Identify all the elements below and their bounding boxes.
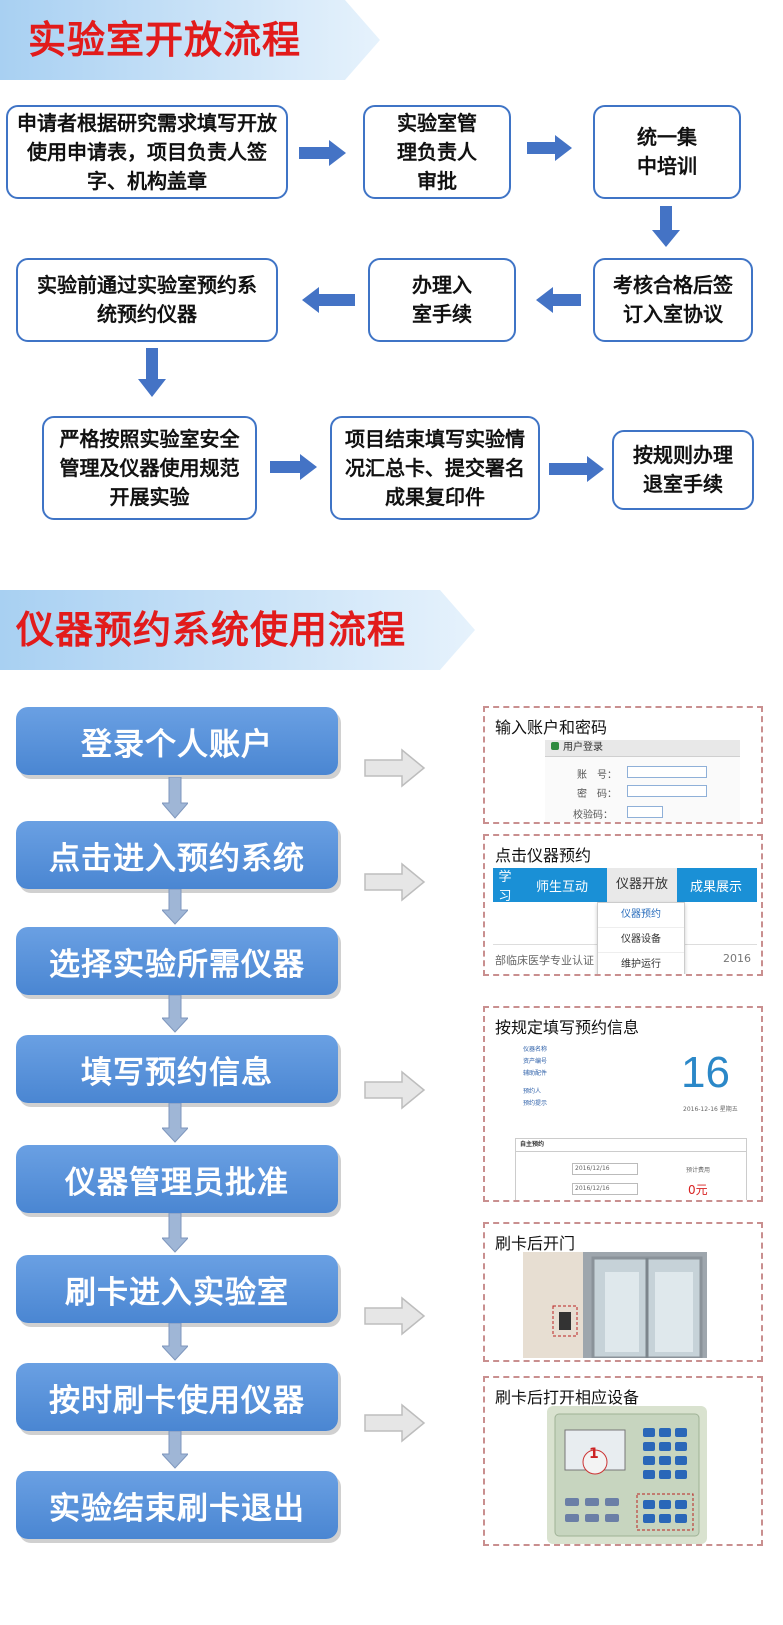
banner-background	[0, 590, 475, 670]
arrow-down-icon	[652, 206, 680, 247]
device-screen-number: 1	[589, 1446, 599, 1462]
account-input[interactable]	[627, 766, 707, 778]
arrow-left-icon	[536, 287, 581, 313]
flow-step-submit-summary: 项目结束填写实验情况汇总卡、提交署名成果复印件	[330, 416, 540, 520]
field-label: 仪器名称	[523, 1046, 548, 1053]
panel-login-screenshot: 输入账户和密码 用户登录 账 号： 密 码： 校验码：	[483, 706, 763, 824]
card-reader-photo	[547, 1406, 707, 1544]
login-form: 用户登录 账 号： 密 码： 校验码：	[545, 740, 740, 822]
flow-step-apply: 申请者根据研究需求填写开放使用申请表，项目负责人签字、机构盖章	[6, 105, 288, 199]
arrow-left-icon	[302, 287, 355, 313]
step-fill-booking-info: 填写预约信息	[16, 1035, 338, 1103]
field-label: 预约提示	[523, 1100, 548, 1107]
fee-label: 预计费用	[686, 1167, 711, 1174]
date-input-1[interactable]: 2016/12/16	[572, 1163, 638, 1175]
section1-banner: 实验室开放流程	[0, 0, 380, 80]
panel-title: 按规定填写预约信息	[495, 1018, 640, 1037]
field-label: 预约人	[523, 1088, 542, 1095]
form-field-list: 仪器名称 资产编号 辅助配件 预约人 预约提示	[523, 1044, 547, 1110]
banner-background	[0, 0, 380, 80]
flow-step-checkout: 按规则办理退室手续	[612, 430, 754, 510]
captcha-input[interactable]	[627, 806, 663, 818]
panel-device-photo: 刷卡后打开相应设备 1	[483, 1376, 763, 1546]
flow-step-training: 统一集中培训	[593, 105, 741, 199]
calendar-day: 16	[681, 1048, 730, 1097]
panel-door-photo: 刷卡后开门	[483, 1222, 763, 1362]
panel-title: 点击仪器预约	[495, 846, 592, 865]
step-swipe-exit: 实验结束刷卡退出	[16, 1471, 338, 1539]
arrow-right-icon	[364, 862, 426, 902]
arrow-down-icon	[162, 1213, 188, 1253]
flow-step-sign-agreement: 考核合格后签订入室协议	[593, 258, 753, 342]
door-photo	[523, 1252, 707, 1358]
arrow-down-icon	[162, 1103, 188, 1143]
arrow-right-icon	[527, 135, 572, 161]
account-label: 账 号：	[577, 770, 617, 781]
form-section-box: 自主预约 2016/12/16 2016/12/16 预计费用 0元	[515, 1138, 747, 1200]
calendar-date-line: 2016-12-16 星期五	[683, 1106, 738, 1113]
row-year: 2016	[723, 952, 751, 965]
captcha-label: 校验码：	[573, 810, 613, 821]
dropdown-item-book[interactable]: 仪器预约	[598, 903, 684, 928]
panel-title: 刷卡后打开相应设备	[495, 1388, 640, 1407]
panel-menu-screenshot: 点击仪器预约 学习 师生互动 仪器开放 成果展示 部临床医学专业认证 2016 …	[483, 834, 763, 976]
date-input-2[interactable]: 2016/12/16	[572, 1183, 638, 1195]
arrow-down-icon	[162, 1431, 188, 1469]
dropdown-item-maintenance[interactable]: 维护运行	[621, 959, 661, 970]
step-enter-booking-system: 点击进入预约系统	[16, 821, 338, 889]
password-input[interactable]	[627, 785, 707, 797]
arrow-right-icon	[549, 456, 604, 482]
nav-item-study[interactable]: 学习	[498, 870, 512, 904]
flow-step-conduct-experiment: 严格按照实验室安全管理及仪器使用规范开展实验	[42, 416, 257, 520]
login-header: 用户登录	[545, 740, 740, 757]
nav-item-achievements[interactable]: 成果展示	[689, 879, 742, 895]
panel-booking-form-screenshot: 按规定填写预约信息 仪器名称 资产编号 辅助配件 预约人 预约提示 16 201…	[483, 1006, 763, 1202]
section-label: 自主预约	[516, 1139, 746, 1152]
flow-step-entry-procedure: 办理入室手续	[368, 258, 516, 342]
arrow-right-icon	[364, 1403, 426, 1443]
nav-item-instrument-open[interactable]: 仪器开放	[607, 868, 677, 902]
login-header-text: 用户登录	[563, 742, 603, 753]
nav-item-interaction[interactable]: 师生互动	[535, 879, 588, 895]
step-login: 登录个人账户	[16, 707, 338, 775]
arrow-down-icon	[162, 777, 188, 819]
arrow-down-icon	[162, 995, 188, 1033]
arrow-down-icon	[138, 348, 166, 397]
field-label: 辅助配件	[523, 1070, 548, 1077]
step-swipe-use-instrument: 按时刷卡使用仪器	[16, 1363, 338, 1431]
arrow-right-icon	[364, 1296, 426, 1336]
section1-title: 实验室开放流程	[28, 18, 302, 62]
field-label: 资产编号	[523, 1058, 548, 1065]
section2-banner: 仪器预约系统使用流程	[0, 590, 475, 670]
arrow-right-icon	[270, 454, 317, 480]
step-admin-approval: 仪器管理员批准	[16, 1145, 338, 1213]
arrow-right-icon	[364, 748, 426, 788]
nav-bar: 学习 师生互动 仪器开放 成果展示	[493, 868, 757, 904]
user-icon	[551, 742, 559, 750]
arrow-down-icon	[162, 1323, 188, 1361]
arrow-right-icon	[299, 140, 346, 166]
dropdown-menu: 仪器预约 仪器设备 维护运行	[597, 902, 685, 974]
step-select-instrument: 选择实验所需仪器	[16, 927, 338, 995]
section2-title: 仪器预约系统使用流程	[16, 608, 407, 652]
flow-step-book-instrument: 实验前通过实验室预约系统预约仪器	[16, 258, 278, 342]
panel-title: 刷卡后开门	[495, 1234, 576, 1253]
flow-step-approval: 实验室管理负责人审批	[363, 105, 511, 199]
step-swipe-enter-lab: 刷卡进入实验室	[16, 1255, 338, 1323]
fee-value: 0元	[688, 1183, 708, 1197]
panel-title: 输入账户和密码	[495, 718, 608, 737]
row-text: 部临床医学专业认证	[495, 954, 594, 967]
dropdown-item-equipment[interactable]: 仪器设备	[598, 928, 684, 953]
password-label: 密 码：	[577, 789, 617, 800]
arrow-down-icon	[162, 889, 188, 925]
arrow-right-icon	[364, 1070, 426, 1110]
